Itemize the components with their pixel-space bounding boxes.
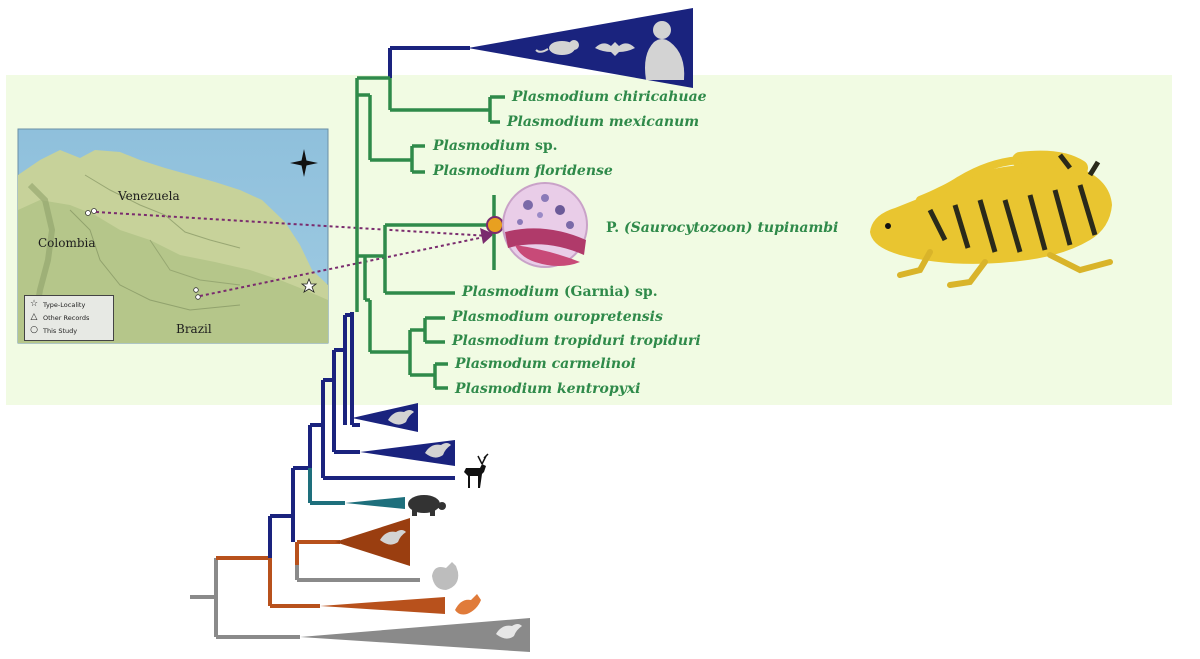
legend-type-locality: Type-Locality — [43, 300, 86, 309]
taxon-plasmodium-sp: Plasmodium sp. — [433, 138, 557, 154]
map-label-brazil: Brazil — [176, 322, 212, 336]
chicken-icon — [432, 562, 459, 590]
taxon-genus: Plasmodium — [433, 138, 531, 154]
bird-icon — [380, 530, 406, 545]
taxon-floridense: Plasmodium floridense — [433, 163, 613, 179]
rodent-icon — [535, 40, 579, 55]
bird-icon — [496, 624, 522, 639]
map-label-colombia: Colombia — [38, 236, 96, 250]
bat-icon — [595, 42, 635, 56]
taxon-prefix: P. — [606, 220, 620, 236]
taxon-subgenus: (Garnia) — [563, 284, 631, 300]
connector-arrowhead — [480, 228, 494, 244]
circle-icon: ○ — [30, 325, 38, 335]
orange-clade-triangle-upper — [335, 518, 410, 566]
taxon-genus: Plasmodium — [462, 284, 560, 300]
star-icon — [300, 277, 318, 293]
taxon-tropiduri: Plasmodium tropiduri tropiduri — [452, 333, 701, 349]
taxon-mexicanum: Plasmodium mexicanum — [507, 114, 700, 130]
bird-icon — [425, 443, 451, 458]
blood-cell-micrograph — [502, 182, 588, 268]
orange-branches — [216, 540, 340, 608]
navy-branches — [268, 46, 470, 558]
taxon-chiricahuae: Plasmodium chiricahuae — [512, 89, 707, 105]
navy-clade-triangle-birds1 — [352, 403, 418, 432]
compass-icon — [290, 149, 318, 177]
legend-this-study: This Study — [43, 326, 78, 335]
primate-icon — [645, 21, 685, 80]
lizard-illustration — [870, 150, 1113, 288]
taxon-suffix: sp. — [635, 284, 658, 300]
taxon-subgenus: (Saurocytozoon) — [623, 220, 753, 236]
taxon-garnia-sp: Plasmodium (Garnia) sp. — [462, 284, 658, 300]
taxon-species: tupinambi — [757, 220, 839, 236]
navy-clade-triangle-mammals — [468, 8, 693, 88]
teal-branches — [308, 468, 345, 505]
bird-icon — [455, 594, 481, 615]
taxon-ouropretensis: Plasmodium ouropretensis — [452, 309, 663, 325]
legend-other-records: Other Records — [43, 313, 90, 322]
deer-icon — [464, 453, 489, 488]
turtle-icon — [408, 495, 446, 516]
triangle-icon: △ — [30, 312, 38, 322]
gray-branches — [190, 558, 420, 639]
map-connector-south — [199, 235, 490, 297]
teal-clade-triangle — [345, 497, 405, 509]
map-legend: ☆ Type-Locality △ Other Records ○ This Stud… — [24, 295, 114, 341]
bird-icon — [388, 410, 414, 425]
taxon-suffix: sp. — [534, 138, 558, 154]
taxon-carmelinoi: Plasmodum carmelinoi — [455, 356, 636, 372]
map-label-venezuela: Venezuela — [118, 189, 180, 203]
tupinambi-node — [486, 216, 504, 234]
taxon-kentropyxi: Plasmodium kentropyxi — [455, 381, 641, 397]
gray-clade-triangle — [300, 618, 530, 652]
orange-clade-triangle-lower — [320, 597, 445, 614]
star-icon: ☆ — [29, 299, 39, 309]
taxon-tupinambi: P. (Saurocytozoon) tupinambi — [606, 220, 838, 236]
